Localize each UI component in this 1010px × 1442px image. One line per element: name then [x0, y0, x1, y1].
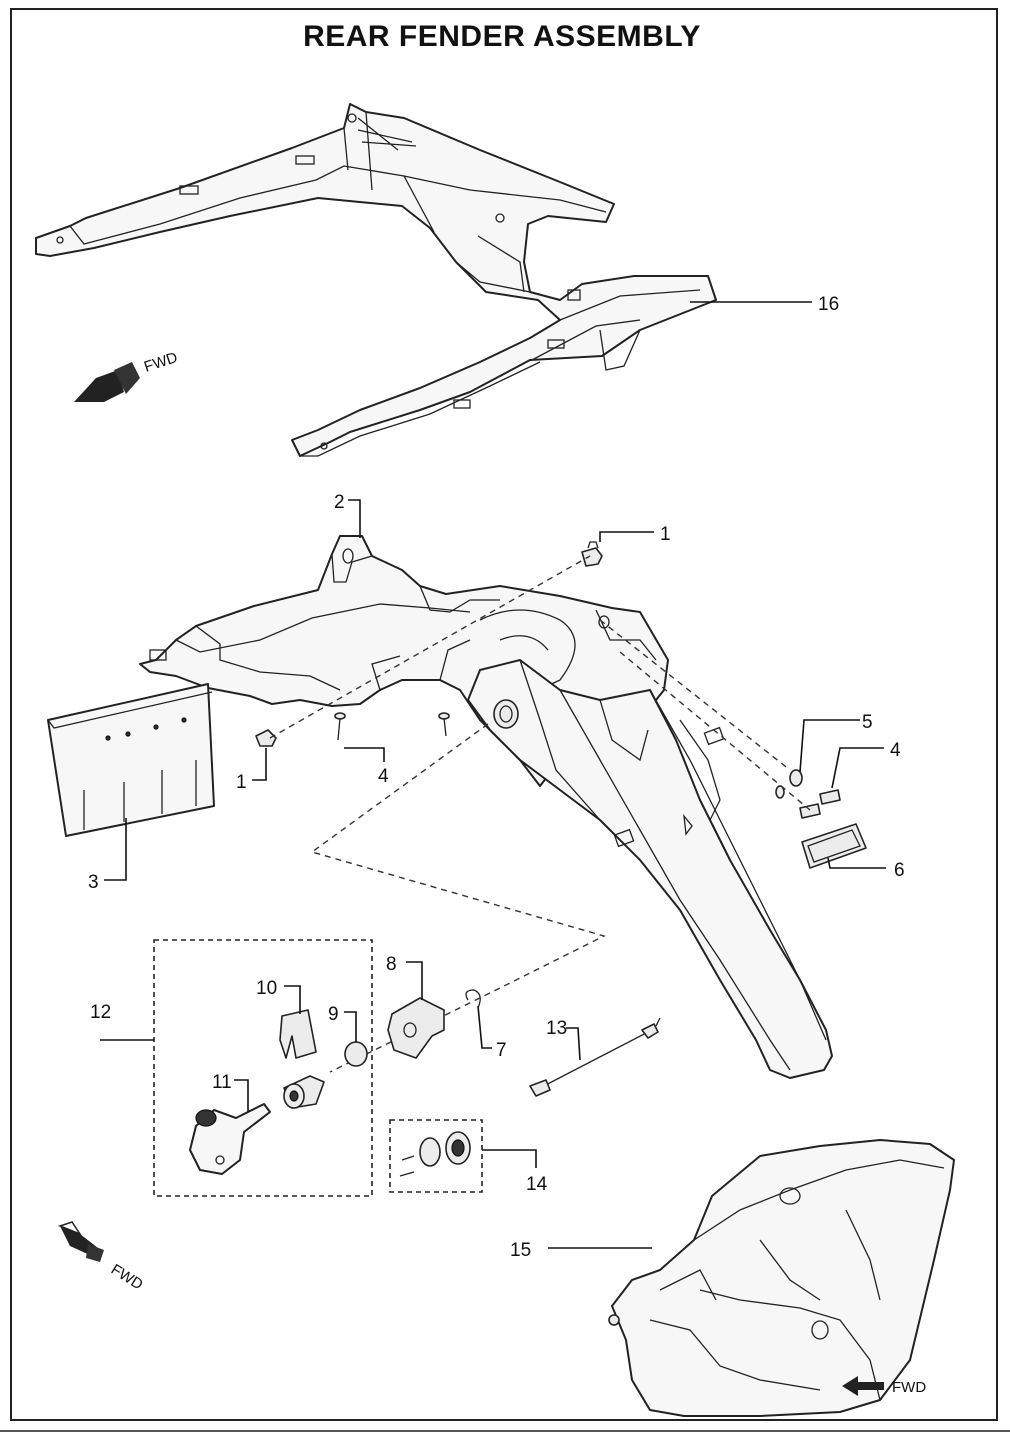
- part-8-bracket: [387, 997, 445, 1059]
- bottom-rule: [0, 1430, 1010, 1432]
- fwd-arrow-icon: [842, 1376, 884, 1396]
- assembly-line-2: [599, 619, 791, 771]
- callout-13: 13: [546, 1018, 567, 1039]
- part-10-spring-clip: [279, 1009, 317, 1059]
- fwd-label-bottom-right: FWD: [892, 1379, 926, 1396]
- part-11-key: [189, 1103, 271, 1175]
- callout-3: 3: [88, 872, 99, 893]
- drawing-frame: [10, 8, 998, 1421]
- leader-lines: [100, 301, 886, 1249]
- assembly-line-3: [619, 651, 811, 811]
- part-6-reflector: [801, 823, 867, 869]
- callout-9: 9: [328, 1004, 339, 1025]
- part-13-cable: [529, 1017, 661, 1097]
- rear-fender-tail: [467, 659, 833, 1079]
- part-1-clip-lower: [255, 729, 277, 747]
- fwd-arrow-icon: [57, 1221, 104, 1262]
- callout-11: 11: [212, 1072, 232, 1093]
- part-4-screw-right: [799, 789, 841, 819]
- callout-1-lower: 1: [236, 772, 247, 793]
- fwd-label-lower-left: FWD: [108, 1261, 146, 1294]
- part-5-washer: [775, 769, 803, 799]
- callout-6: 6: [894, 860, 905, 881]
- callout-16: 16: [818, 294, 839, 315]
- callout-14: 14: [526, 1174, 548, 1195]
- callout-15: 15: [510, 1240, 531, 1261]
- part-4-screw-left: [334, 712, 450, 741]
- fwd-label-top: FWD: [142, 349, 180, 376]
- callout-10: 10: [256, 978, 277, 999]
- part-15-inner-fender: [608, 1139, 955, 1417]
- callout-4-right: 4: [890, 740, 901, 761]
- part-7-clip: [465, 989, 481, 1009]
- callout-12: 12: [90, 1002, 111, 1023]
- callout-7: 7: [496, 1040, 507, 1061]
- callout-2: 2: [334, 492, 345, 513]
- part-14-group-box: [389, 1119, 483, 1193]
- callout-1-upper: 1: [660, 524, 671, 545]
- assembly-line-4: [310, 723, 606, 1073]
- part-1-clip-upper: [581, 541, 603, 567]
- part-14-seal: [399, 1131, 471, 1177]
- part-16-rear-rack: [35, 103, 717, 457]
- callout-5: 5: [862, 712, 873, 733]
- part-3-mudflap: [47, 683, 215, 837]
- page-title: REAR FENDER ASSEMBLY: [303, 20, 701, 53]
- fwd-arrow-icon: [74, 362, 140, 402]
- part-lock-cylinder: [283, 1075, 325, 1109]
- callout-8: 8: [386, 954, 397, 975]
- lock-set-group-box: [153, 939, 373, 1197]
- part-9-cap: [344, 1041, 368, 1067]
- callout-4-left: 4: [378, 766, 389, 787]
